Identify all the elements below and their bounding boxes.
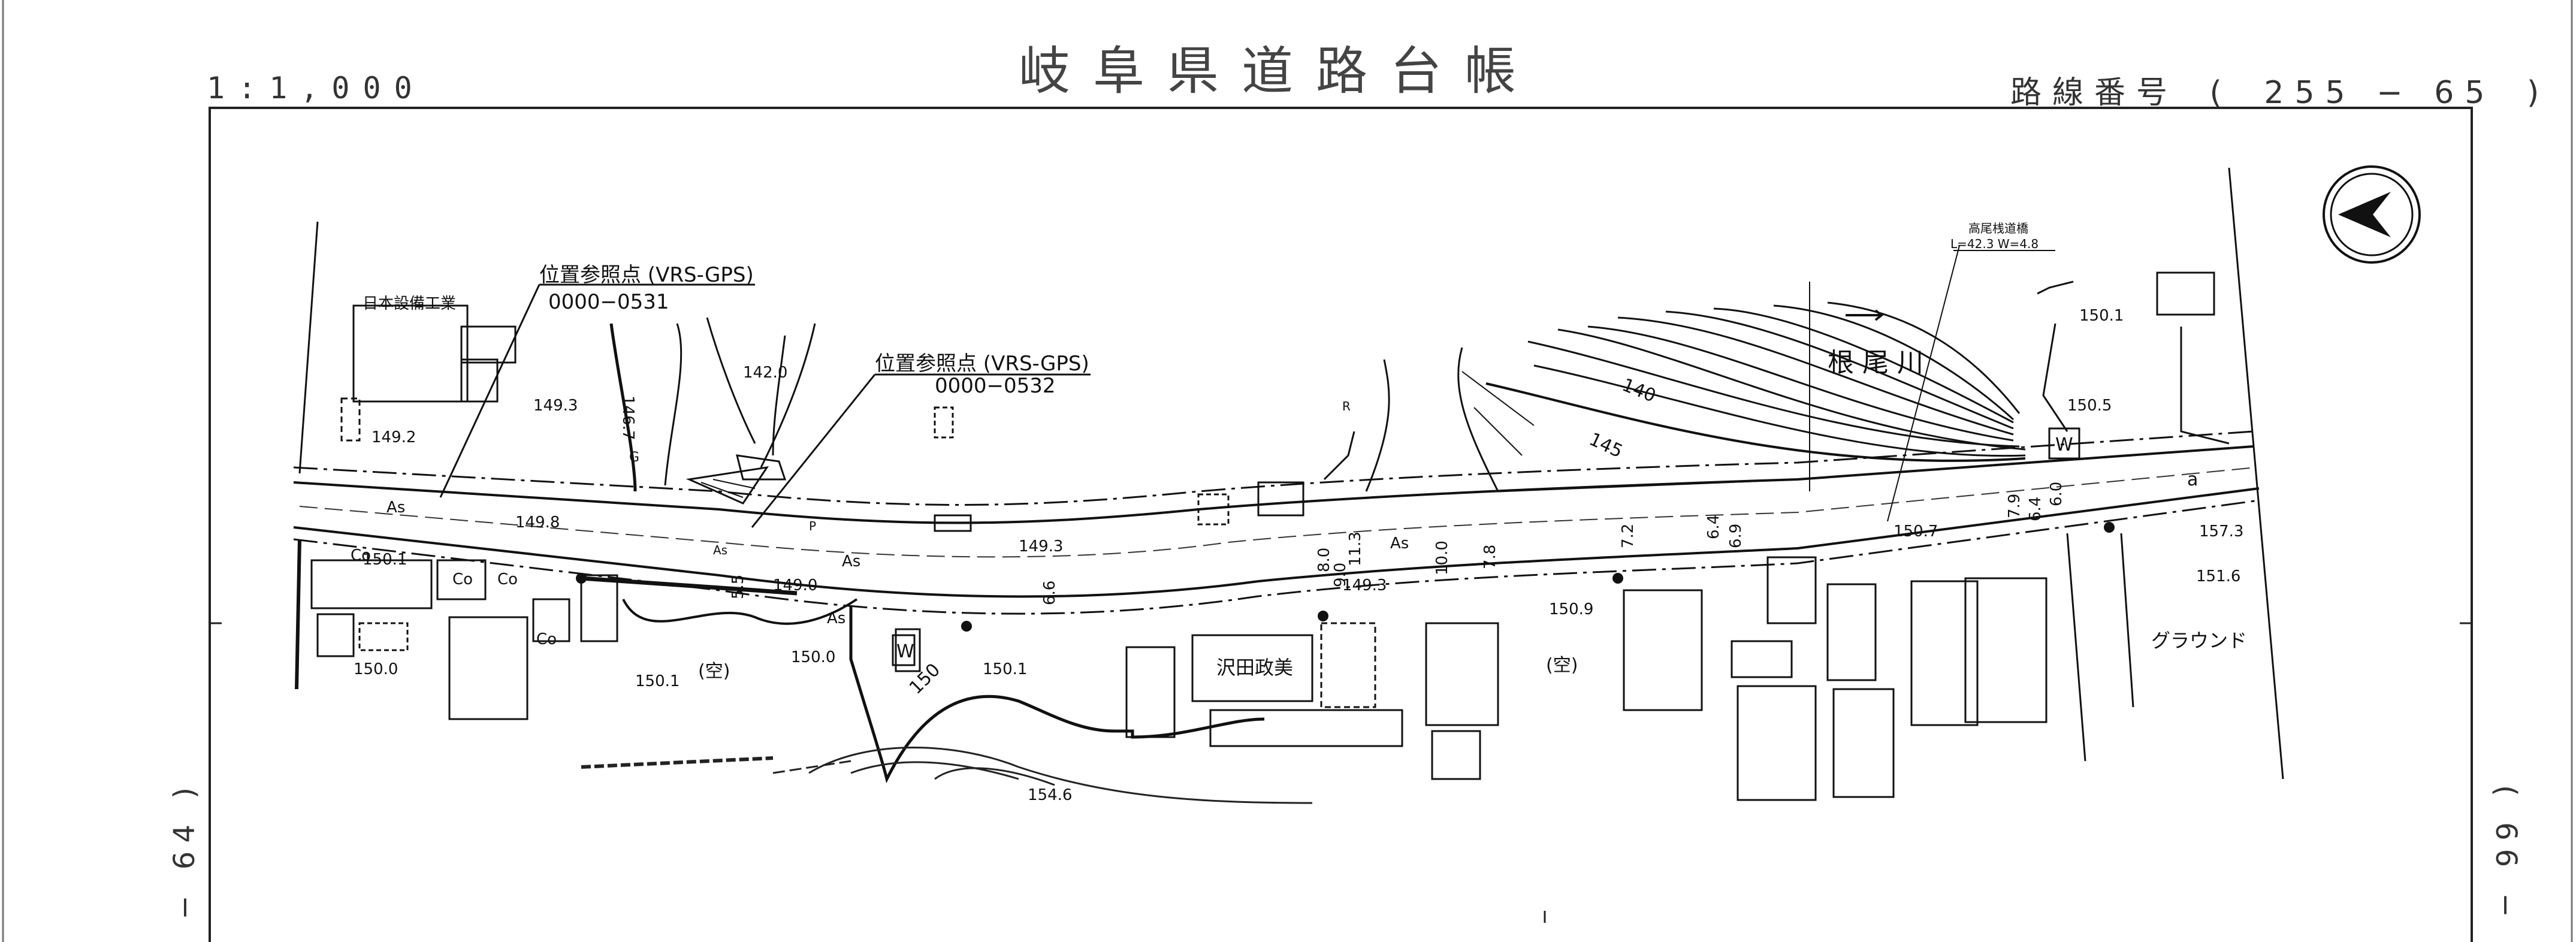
hatch-marks [700,479,756,498]
elevation-e3: 146.7 [619,395,637,440]
contour-labels: 140 145 150 [905,375,1659,699]
elevation-e1: 149.2 [372,428,416,446]
left-buildings [295,539,1499,780]
width-w1: 5.5 [729,575,747,599]
water-symbol-1: W [896,641,914,662]
elevation-e7: 150.0 [354,660,398,678]
bridge-name: 高尾桟道橋 [1968,221,2028,236]
width-w3: 8.0 [1315,548,1333,572]
river-name: 根 尾 川 [1828,348,1923,378]
surface-as3: As [842,552,860,570]
map-scale: 1:1,000 [207,71,425,105]
embankment-edge [1457,347,1798,493]
map-symbols: W W G P R a [629,399,2198,666]
elevation-e13: 149.3 [1342,576,1387,594]
survey-dots [576,522,2115,632]
compass-arrow-icon [2323,165,2421,264]
width-w6: 10.0 [1433,541,1451,575]
surface-co4: Co [351,547,371,564]
elevation-e20: 151.6 [2196,567,2240,585]
vacant-label-2: (空) [1546,655,1578,676]
gate-symbol: G [629,450,639,465]
road-boundary-lines [293,430,2260,615]
surface-as5: As [827,609,845,627]
elevation-e2: 149.3 [533,397,578,415]
elevation-e12: 149.3 [1019,538,1063,555]
width-w13: 6.0 [2047,482,2065,506]
ref-point-2-id: 0000−0532 [935,374,1056,398]
surface-as4: As [1390,535,1409,552]
route-label: 路線番号 [2010,75,2179,111]
ref-point-1-title: 位置参照点 (VRS-GPS) [539,263,754,287]
width-labels: 5.5 6.6 8.0 9.0 11.3 10.0 7.8 7.2 6.4 6.… [729,482,2065,605]
upper-right-features [1809,271,2230,491]
terrain-curves [581,747,1313,804]
owner-label: 沢田政美 [1216,656,1293,679]
retaining-wall [581,576,798,596]
surface-labels: As As As As As Co Co Co Co [351,499,1409,648]
surface-co3: Co [536,630,557,648]
map-frame [209,107,2473,942]
width-w11: 7.9 [2006,494,2024,518]
elevation-e18: 150.5 [2067,397,2112,415]
contour-140: 140 [1619,375,1659,407]
contour-lines [1485,301,2026,462]
width-w8: 7.2 [1619,524,1637,548]
embankment-hatch [1461,371,1535,456]
company-label: 日本設備工業 [363,295,456,313]
river-flow-arrow [1846,309,1884,321]
surface-as2: As [713,543,727,557]
width-w2: 6.6 [1041,581,1059,605]
elevation-e4: 142.0 [743,364,787,382]
width-w10: 6.9 [1727,524,1745,548]
elevation-e5: 149.8 [515,514,560,532]
vacant-label-1: (空) [698,661,730,682]
water-box-1 [892,634,916,666]
bridge-dimensions: L=42.3 W=4.8 [1950,237,2039,251]
elevation-e6: 150.1 [363,551,407,569]
elevation-e8: 149.0 [773,576,817,594]
surface-as1: As [386,499,405,517]
elevation-e9: 150.1 [635,672,680,690]
ref-point-1-id: 0000−0531 [548,290,669,314]
route-number: 路線番号 ( 255 − 65 ) [2010,67,2560,112]
width-w9: 6.4 [1705,515,1723,539]
pole-symbol: P [809,519,816,533]
bridge-leader [1887,245,1960,522]
channel-edge [622,598,858,625]
elevation-e17: 150.1 [2079,307,2124,325]
ground-label: グラウンド [2151,629,2247,652]
width-w12: 6.4 [2027,497,2045,521]
page-title: 岐阜県道路台帳 [1019,41,1539,101]
width-w7: 7.8 [1481,545,1499,569]
elevation-e11: 150.1 [983,660,1027,678]
upper-left-features [298,221,1390,532]
water-symbol-2: W [2055,434,2073,455]
road-centerline [299,467,2257,558]
elevation-labels: 149.2 149.3 146.7 142.0 149.8 150.1 150.… [354,307,2243,804]
right-buildings [1623,167,2284,801]
river-symbol: R [1342,399,1351,413]
route-value: 255 − 65 [2264,75,2496,111]
ref-point-2-leader [751,373,1091,528]
elevation-e14: 150.9 [1549,600,1593,618]
surface-co1: Co [452,570,473,588]
width-w4: 9.0 [1331,563,1349,587]
width-w5: 11.3 [1346,532,1364,566]
elevation-e19: 157.3 [2199,523,2243,541]
alpha-symbol: a [2187,469,2198,490]
route-open: ( [2209,75,2233,111]
sheet-ref-right: ( 66 − [2489,785,2523,926]
route-close: ) [2526,75,2550,111]
elevation-e16: 154.6 [1028,786,1072,804]
ref-point-2-title: 位置参照点 (VRS-GPS) [875,352,1089,376]
stream-boundary [849,605,1265,784]
elevation-e10: 150.0 [791,648,835,666]
contour-145: 145 [1586,429,1626,463]
surface-co2: Co [497,570,518,588]
ref-point-1-leader [439,283,755,498]
elevation-e15: 150.7 [1894,523,1938,541]
hatched-slope [685,466,769,505]
